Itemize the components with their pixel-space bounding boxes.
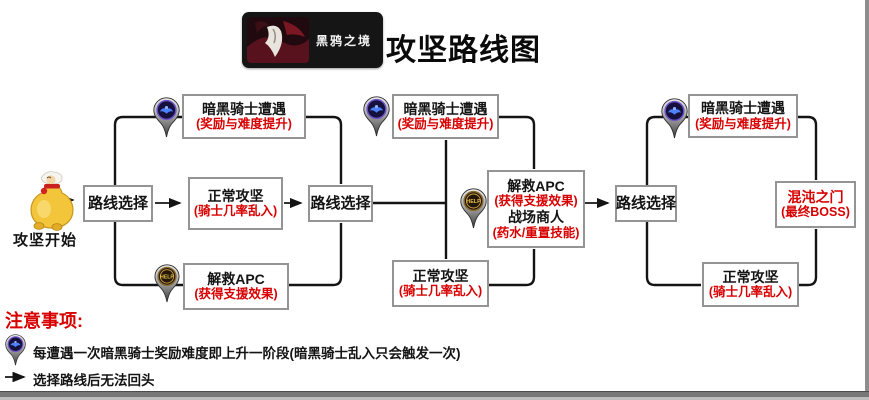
node-title: 解救APC	[207, 270, 265, 287]
game-banner: 黑鸦之境	[242, 12, 383, 68]
window-right-border	[865, 0, 869, 400]
help-marker-icon	[460, 188, 487, 229]
node-normal-assault-2: 正常攻坚 (骑士几率乱入)	[392, 260, 489, 307]
banner-art	[247, 17, 309, 63]
node-normal-assault-3: 正常攻坚 (骑士几率乱入)	[702, 262, 799, 307]
banner-art-image	[247, 17, 309, 63]
notes-heading: 注意事项:	[5, 311, 83, 331]
node-title: 正常攻坚	[412, 267, 469, 284]
node-note: (骑士几率乱入)	[398, 284, 483, 299]
dark-knight-marker-icon	[153, 97, 180, 138]
node-title: 暗黑骑士遭遇	[202, 100, 286, 117]
help-marker-icon	[154, 264, 180, 303]
dark-knight-marker-icon	[661, 98, 688, 139]
node-title: 暗黑骑士遭遇	[403, 100, 488, 117]
node-rescue-apc-1: 解救APC (获得支援效果)	[183, 263, 289, 310]
route-select-2-label: 路线选择	[310, 194, 371, 212]
dark-knight-marker-icon	[363, 96, 390, 137]
window-bottom-border	[0, 391, 869, 397]
banner-logo-text: 黑鸦之境	[316, 33, 373, 48]
node-final-boss: 混沌之门 (最终BOSS)	[775, 181, 856, 228]
route-select-3-label: 路线选择	[616, 194, 677, 212]
node-note: (骑士几率乱入)	[193, 204, 278, 219]
long-arrow-icon	[5, 372, 26, 382]
route-select-2: 路线选择	[308, 185, 373, 222]
node-title: 正常攻坚	[722, 268, 779, 285]
node-note: (骑士几率乱入)	[708, 285, 793, 300]
node-normal-assault-1: 正常攻坚 (骑士几率乱入)	[188, 177, 283, 230]
start-character-sprite	[30, 171, 74, 231]
node-note: (奖励与难度提升)	[196, 117, 292, 132]
note-item-2: 选择路线后无法回头	[33, 373, 155, 388]
start-label: 攻坚开始	[13, 232, 78, 249]
node-note: (获得支援效果)	[494, 194, 578, 209]
dark-knight-marker-icon	[5, 334, 26, 366]
route-select-1: 路线选择	[83, 185, 153, 222]
node-note-2: (药水/重置技能)	[492, 225, 580, 240]
node-title: 混沌之门	[787, 188, 844, 205]
window-bottom-border-light	[0, 397, 869, 400]
node-rescue-merchant: 解救APC (获得支援效果) 战场商人 (药水/重置技能)	[487, 170, 585, 248]
route-select-3: 路线选择	[615, 185, 677, 222]
node-note: (奖励与难度提升)	[695, 116, 791, 131]
node-title: 正常攻坚	[207, 187, 264, 204]
page-title: 攻坚路线图	[386, 34, 541, 67]
route-select-1-label: 路线选择	[87, 194, 148, 212]
node-dark-knight-2: 暗黑骑士遭遇 (奖励与难度提升)	[392, 94, 499, 139]
node-title: 解救APC	[507, 177, 565, 194]
node-title: 暗黑骑士遭遇	[701, 100, 785, 117]
node-dark-knight-3: 暗黑骑士遭遇 (奖励与难度提升)	[688, 94, 798, 138]
node-title-2: 战场商人	[508, 209, 564, 225]
node-dark-knight-1: 暗黑骑士遭遇 (奖励与难度提升)	[182, 94, 306, 139]
node-note: (最终BOSS)	[781, 205, 850, 220]
node-note: (获得支援效果)	[194, 287, 278, 302]
note-item-1: 每遭遇一次暗黑骑士奖励难度即上升一阶段(暗黑骑士乱入只会触发一次)	[33, 346, 461, 361]
node-note: (奖励与难度提升)	[397, 117, 494, 132]
